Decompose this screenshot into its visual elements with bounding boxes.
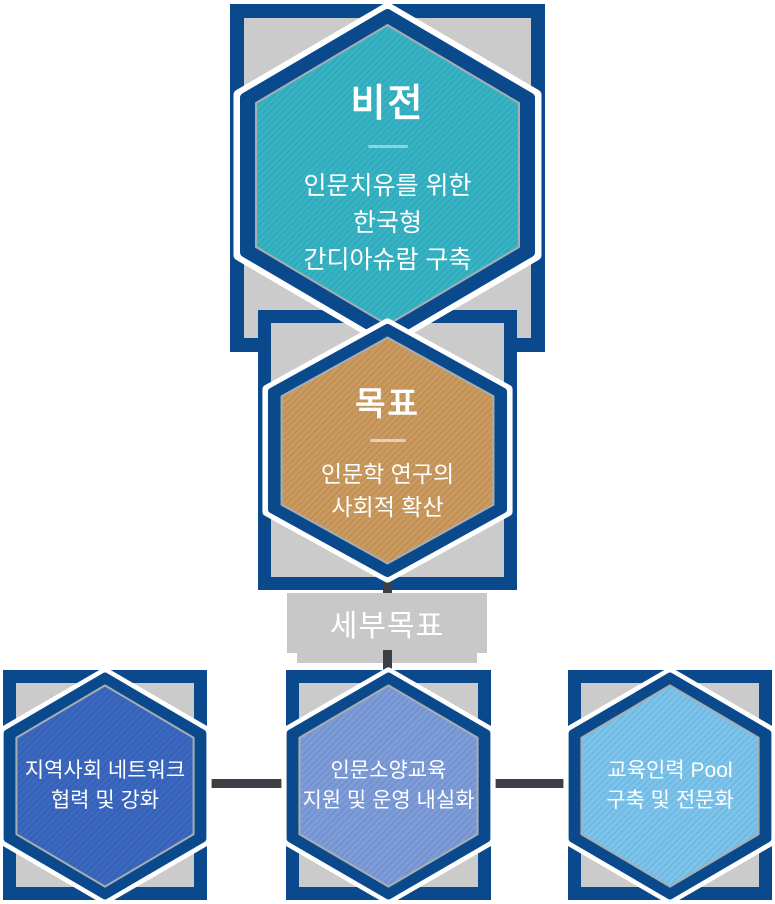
connector-subgoal-to-detail-center bbox=[383, 650, 392, 678]
connector-detail-left-center bbox=[200, 779, 295, 788]
detail-left-hexagon bbox=[0, 667, 212, 904]
sub-goal-label: 세부목표 bbox=[329, 610, 445, 643]
goal-hexagon bbox=[262, 318, 513, 583]
detail-center-hexagon bbox=[281, 667, 496, 904]
detail-right-hexagon bbox=[563, 667, 775, 904]
connector-detail-center-right bbox=[482, 779, 577, 788]
sub-goal-box: 세부목표 bbox=[287, 593, 487, 653]
connector-goal-to-subgoal bbox=[383, 574, 392, 596]
vision-hexagon bbox=[233, 2, 542, 348]
